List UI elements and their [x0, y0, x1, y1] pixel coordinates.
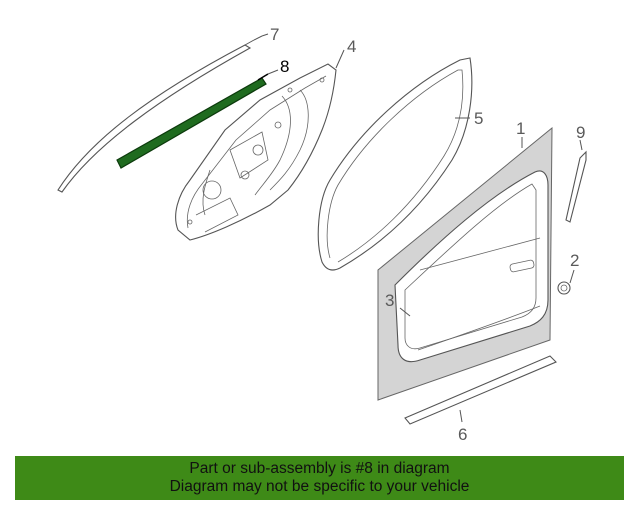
- part-6-lower-molding: [404, 355, 557, 425]
- leader-lines: [261, 33, 583, 423]
- callout-8: 8: [280, 57, 289, 76]
- part-2-clip: [557, 281, 571, 295]
- parts-diagram: 7 8 4 5 1 9 2 3 6: [57, 25, 587, 444]
- banner-line-2: Diagram may not be specific to your vehi…: [169, 478, 470, 495]
- part-3-door-panel: [394, 170, 549, 363]
- callout-1: 1: [516, 119, 525, 138]
- callout-3: 3: [385, 291, 394, 310]
- part-5-door-seal: [317, 57, 473, 271]
- info-banner: Part or sub-assembly is #8 in diagram Di…: [15, 456, 624, 500]
- callout-7: 7: [270, 25, 279, 44]
- callout-4: 4: [347, 37, 356, 56]
- callout-9: 9: [576, 123, 585, 142]
- part-9-trim: [565, 150, 587, 223]
- banner-line-1: Part or sub-assembly is #8 in diagram: [189, 460, 450, 477]
- callout-5: 5: [474, 109, 483, 128]
- part-8-weatherstrip: [116, 73, 269, 169]
- callout-6: 6: [458, 425, 467, 444]
- part-4-door-frame: [175, 63, 337, 241]
- part-7-outer-molding: [57, 35, 263, 193]
- callout-2: 2: [570, 251, 579, 270]
